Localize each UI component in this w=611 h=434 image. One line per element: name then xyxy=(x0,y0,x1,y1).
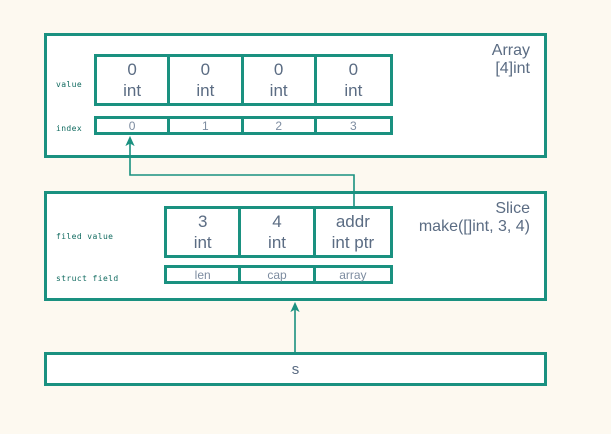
array-value-number: 0 xyxy=(127,59,137,79)
array-index-cell: 0 xyxy=(97,119,171,133)
array-index-cell: 3 xyxy=(316,119,390,133)
array-index-row: 0 1 2 3 xyxy=(94,116,393,135)
array-value-number: 0 xyxy=(200,59,211,79)
array-value-type: int xyxy=(196,81,215,100)
array-caption-line1: Array xyxy=(491,42,530,59)
slice-value-row: 3 int 4 int addr int ptr xyxy=(164,206,393,258)
array-value-cell: 0 int xyxy=(170,57,244,103)
variable-name: s xyxy=(291,360,300,378)
slice-field-row: len cap array xyxy=(164,265,393,284)
array-value-number: 0 xyxy=(273,59,284,79)
array-value-cell: 0 int xyxy=(243,57,317,103)
slice-value-cell-cap: 4 int xyxy=(241,209,316,255)
array-value-type: int xyxy=(344,81,363,100)
slice-cap-value: 4 xyxy=(272,211,282,231)
slice-array-value: addr xyxy=(335,211,370,231)
slice-array-type: int ptr xyxy=(331,233,375,252)
slice-cap-type: int xyxy=(268,233,287,252)
array-index-cell: 2 xyxy=(243,119,317,133)
array-index-row-label: index xyxy=(56,124,83,133)
array-value-type: int xyxy=(269,81,288,100)
slice-value-row-label: filed value xyxy=(56,232,114,241)
array-value-cell: 0 int xyxy=(97,57,171,103)
array-caption: Array [4]int xyxy=(492,42,530,79)
array-value-row: 0 int 0 int 0 int 0 int xyxy=(94,54,393,106)
array-value-row-label: value xyxy=(56,80,83,89)
slice-field-row-label: struct field xyxy=(56,274,119,283)
slice-caption-line1: Slice xyxy=(495,200,530,217)
array-caption-line2: [4]int xyxy=(495,60,530,78)
slice-caption: Slice make([]int, 3, 4) xyxy=(419,200,530,237)
slice-value-cell-len: 3 int xyxy=(167,209,242,255)
slice-len-value: 3 xyxy=(197,211,208,231)
slice-value-cell-array: addr int ptr xyxy=(315,209,390,255)
variable-box: s xyxy=(44,352,547,386)
slice-field-cell-len: len xyxy=(167,268,242,282)
array-value-number: 0 xyxy=(348,59,359,79)
slice-field-cell-array: array xyxy=(315,268,390,282)
array-value-type: int xyxy=(123,81,142,100)
array-index-cell: 1 xyxy=(170,119,244,133)
slice-len-type: int xyxy=(193,233,212,252)
slice-caption-line2: make([]int, 3, 4) xyxy=(418,218,530,236)
array-value-cell: 0 int xyxy=(316,57,390,103)
slice-field-cell-cap: cap xyxy=(241,268,316,282)
